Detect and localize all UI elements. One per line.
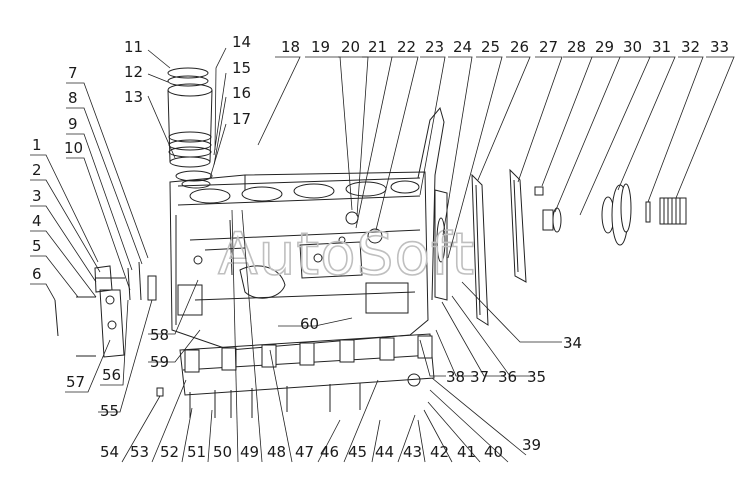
callout-42: 42 — [430, 443, 449, 461]
callout-51: 51 — [187, 443, 206, 461]
idler-hub — [542, 207, 562, 233]
callout-57: 57 — [66, 373, 85, 391]
small-bracket — [534, 186, 544, 196]
callout-44: 44 — [375, 443, 394, 461]
callout-8: 8 — [68, 89, 78, 107]
callout-54: 54 — [100, 443, 119, 461]
callout-21: 21 — [368, 38, 387, 56]
callout-31: 31 — [652, 38, 671, 56]
callout-58: 58 — [150, 326, 169, 344]
callout-26: 26 — [510, 38, 529, 56]
callout-6: 6 — [32, 265, 42, 283]
callout-5: 5 — [32, 237, 42, 255]
callout-38: 38 — [446, 368, 465, 386]
callout-39: 39 — [522, 436, 541, 454]
callout-17: 17 — [232, 110, 251, 128]
callout-13: 13 — [124, 88, 143, 106]
idler-gear — [601, 183, 632, 246]
gear-housing — [509, 168, 527, 283]
callout-2: 2 — [32, 161, 42, 179]
callout-4: 4 — [32, 212, 42, 230]
callout-1: 1 — [32, 136, 42, 154]
callout-14: 14 — [232, 33, 251, 51]
callout-53: 53 — [130, 443, 149, 461]
callout-59: 59 — [150, 353, 169, 371]
callout-3: 3 — [32, 187, 42, 205]
callout-11: 11 — [124, 38, 143, 56]
callout-18: 18 — [281, 38, 300, 56]
callout-27: 27 — [539, 38, 558, 56]
callout-7: 7 — [68, 64, 78, 82]
callout-28: 28 — [567, 38, 586, 56]
callout-25: 25 — [481, 38, 500, 56]
callout-24: 24 — [453, 38, 472, 56]
rear-oil-seal-housing — [434, 189, 448, 301]
callout-33: 33 — [710, 38, 729, 56]
callout-29: 29 — [595, 38, 614, 56]
callout-35: 35 — [527, 368, 546, 386]
callout-labels: 11 12 13 14 15 16 17 18 19 20 21 22 23 2… — [32, 33, 729, 461]
watermark: AutoSoft — [218, 220, 475, 288]
cylinder-liner — [167, 67, 213, 189]
callout-46: 46 — [320, 443, 339, 461]
callout-10: 10 — [64, 139, 83, 157]
left-side-parts — [54, 261, 164, 397]
callout-15: 15 — [232, 59, 251, 77]
callout-19: 19 — [311, 38, 330, 56]
callout-9: 9 — [68, 115, 78, 133]
callout-36: 36 — [498, 368, 517, 386]
spacer — [645, 201, 651, 223]
callout-48: 48 — [267, 443, 286, 461]
callout-32: 32 — [681, 38, 700, 56]
callout-55: 55 — [100, 402, 119, 420]
callout-50: 50 — [213, 443, 232, 461]
callout-22: 22 — [397, 38, 416, 56]
callout-49: 49 — [240, 443, 259, 461]
callout-34: 34 — [563, 334, 582, 352]
leader-lines — [30, 47, 735, 463]
callout-20: 20 — [341, 38, 360, 56]
engine-block — [169, 106, 445, 351]
gasket-front — [471, 173, 489, 326]
callout-16: 16 — [232, 84, 251, 102]
callout-40: 40 — [484, 443, 503, 461]
callout-47: 47 — [295, 443, 314, 461]
callout-56: 56 — [102, 366, 121, 384]
callout-37: 37 — [470, 368, 489, 386]
callout-60: 60 — [300, 315, 319, 333]
callout-45: 45 — [348, 443, 367, 461]
callout-30: 30 — [623, 38, 642, 56]
callout-43: 43 — [403, 443, 422, 461]
callout-12: 12 — [124, 63, 143, 81]
bushing — [659, 197, 687, 225]
main-bearing-caps — [179, 333, 435, 418]
callout-52: 52 — [160, 443, 179, 461]
callout-41: 41 — [457, 443, 476, 461]
callout-23: 23 — [425, 38, 444, 56]
